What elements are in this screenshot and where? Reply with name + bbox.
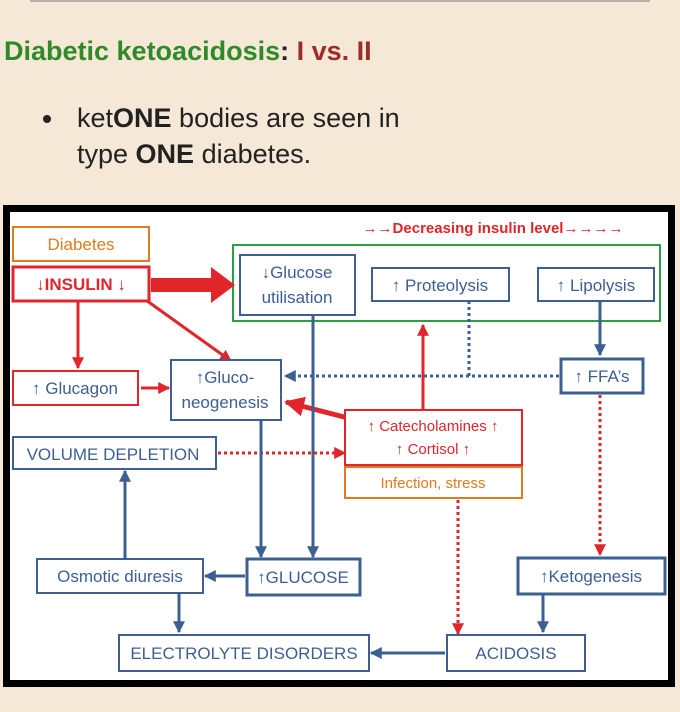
catecholamines-to-gluconeogenesis-arrow bbox=[284, 396, 349, 421]
bullet-dot bbox=[43, 115, 51, 123]
electrolyte-disorders-box: ELECTROLYTE DISORDERS bbox=[118, 634, 370, 672]
acidosis-label: ACIDOSIS bbox=[475, 644, 556, 663]
ketogenesis-label: ↑Ketogenesis bbox=[540, 567, 642, 586]
gluconeogenesis-line2: neogenesis bbox=[182, 393, 269, 412]
glucagon-label: ↑ Glucagon bbox=[32, 379, 118, 398]
lipolysis-label: ↑ Lipolysis bbox=[557, 276, 635, 295]
glucose-utilisation-line2: utilisation bbox=[262, 288, 333, 307]
ffa-box: ↑ FFA’s bbox=[559, 357, 645, 395]
osmotic-diuresis-label: Osmotic diuresis bbox=[57, 567, 183, 586]
catecholamines-label: ↑ Catecholamines ↑ bbox=[368, 418, 499, 435]
cortisol-label: ↑ Cortisol ↑ bbox=[396, 441, 470, 458]
bullet-line-2: type ONE diabetes. bbox=[77, 136, 400, 172]
glucose-box: ↑GLUCOSE bbox=[245, 557, 362, 597]
glucagon-box: ↑ Glucagon bbox=[12, 370, 139, 406]
glucose-utilisation-line1: ↓Glucose bbox=[262, 263, 333, 282]
gluconeogenesis-line1: ↑Gluco- bbox=[196, 368, 255, 387]
osmotic-diuresis-box: Osmotic diuresis bbox=[36, 558, 204, 594]
bullet-line-1: ketONE bodies are seen in bbox=[77, 100, 400, 136]
diabetes-box: Diabetes bbox=[12, 226, 150, 262]
ffa-label: ↑ FFA’s bbox=[574, 367, 629, 386]
title-main: Diabetic ketoacidosis bbox=[4, 36, 281, 66]
title-colon: : bbox=[280, 36, 290, 66]
bullet-2-post: diabetes. bbox=[194, 139, 312, 169]
bullet-1-post: bodies are seen in bbox=[171, 103, 400, 133]
acidosis-box: ACIDOSIS bbox=[446, 634, 586, 672]
insulin-to-glucose-utilisation-arrow bbox=[151, 267, 235, 303]
lipolysis-box: ↑ Lipolysis bbox=[537, 267, 655, 302]
infection-stress-box: Infection, stress bbox=[344, 466, 523, 499]
volume-depletion-label: VOLUME DEPLETION bbox=[27, 445, 200, 464]
insulin-to-gluconeogenesis-arrow bbox=[142, 296, 232, 363]
slide-title: Diabetic ketoacidosis: I vs. II bbox=[4, 36, 372, 67]
bullet-2-pre: type bbox=[77, 139, 136, 169]
infection-stress-label: Infection, stress bbox=[380, 475, 485, 492]
hormone-effects-group bbox=[232, 244, 661, 322]
diabetes-label: Diabetes bbox=[47, 235, 114, 254]
insulin-gradient-banner: →→Decreasing insulin level→→→→ bbox=[363, 220, 624, 237]
glucose-label: ↑GLUCOSE bbox=[257, 568, 349, 587]
insulin-label: ↓INSULIN ↓ bbox=[36, 275, 126, 294]
electrolyte-disorders-label: ELECTROLYTE DISORDERS bbox=[130, 644, 357, 663]
bullet-1-pre: ket bbox=[77, 103, 114, 133]
bullet-1-bold: ONE bbox=[113, 103, 172, 133]
proteolysis-box: ↑ Proteolysis bbox=[371, 267, 510, 302]
gluconeogenesis-box: ↑Gluco- neogenesis bbox=[170, 359, 282, 421]
dka-pathway-diagram: →→Decreasing insulin level→→→→ Diabetes … bbox=[3, 205, 675, 687]
bullet-2-bold: ONE bbox=[135, 139, 195, 169]
proteolysis-label: ↑ Proteolysis bbox=[392, 276, 488, 295]
volume-depletion-box: VOLUME DEPLETION bbox=[12, 436, 217, 470]
title-comparison: I vs. II bbox=[296, 36, 372, 66]
catecholamines-box: ↑ Catecholamines ↑ ↑ Cortisol ↑ bbox=[344, 409, 523, 466]
bullet-text: ketONE bodies are seen in type ONE diabe… bbox=[77, 100, 400, 172]
insulin-box: ↓INSULIN ↓ bbox=[11, 265, 151, 303]
diagram-canvas: →→Decreasing insulin level→→→→ Diabetes … bbox=[10, 212, 668, 680]
ketogenesis-box: ↑Ketogenesis bbox=[516, 556, 667, 596]
top-divider bbox=[30, 0, 650, 2]
glucose-utilisation-box: ↓Glucose utilisation bbox=[239, 254, 356, 316]
